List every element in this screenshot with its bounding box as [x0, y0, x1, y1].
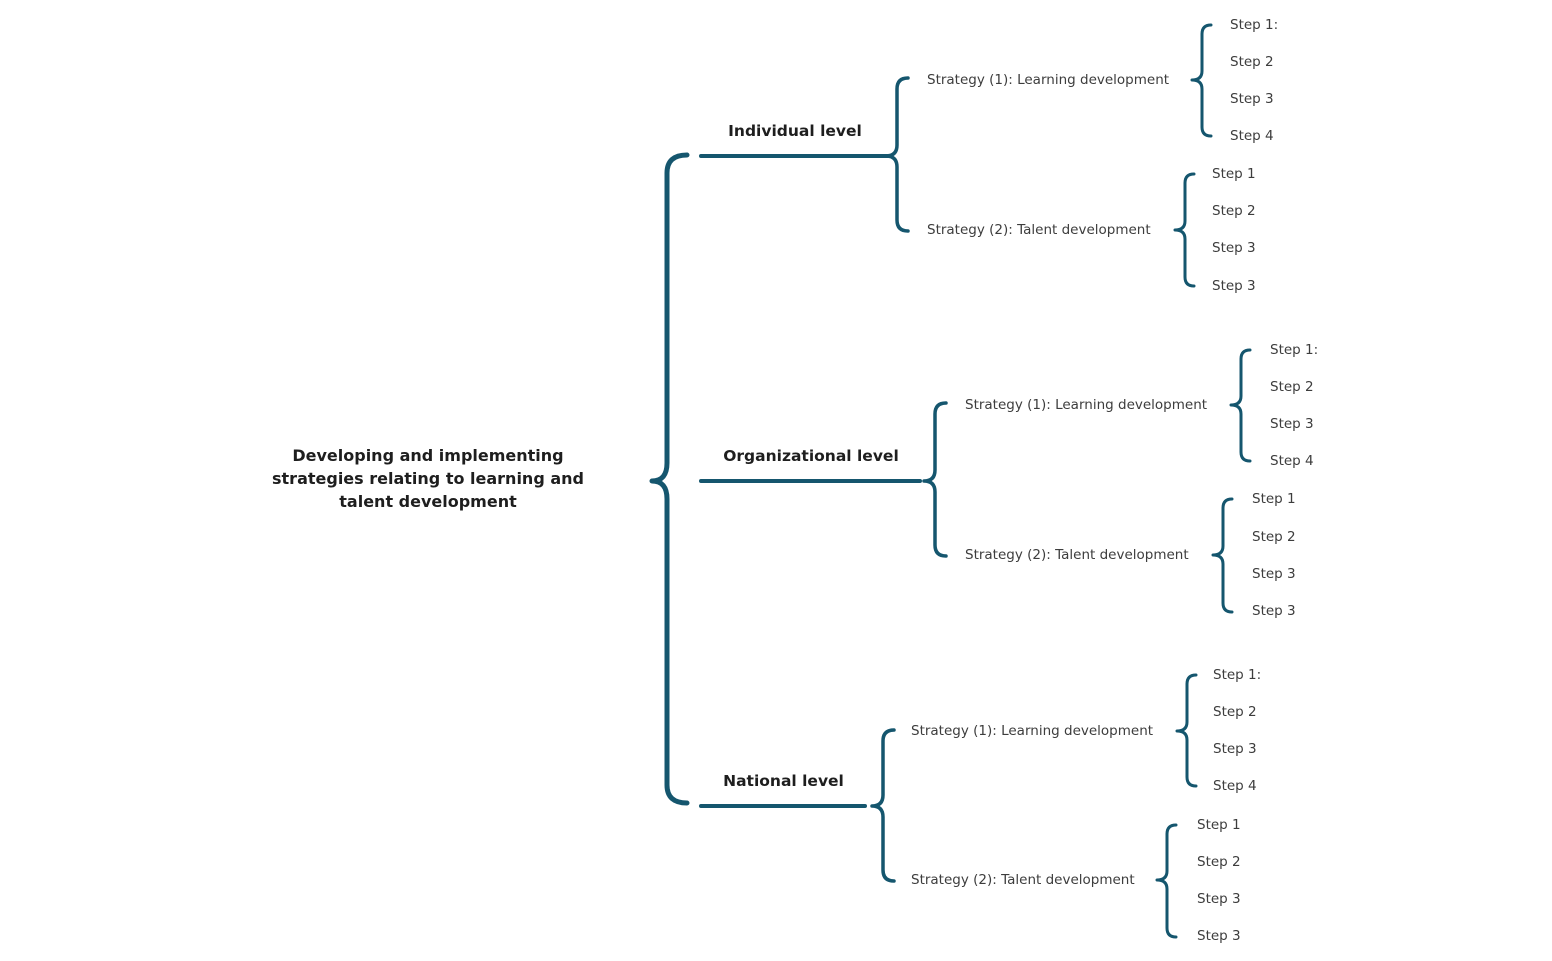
individual-strategy2-step4: Step 3 [1212, 278, 1256, 294]
national-level-brace [870, 728, 896, 883]
organizational-strategy2-step3: Step 3 [1252, 566, 1296, 582]
organizational-strategy2-step2: Step 2 [1252, 529, 1296, 545]
national-strategy1-step1: Step 1: [1213, 667, 1262, 683]
individual-strategy1-step4: Step 4 [1230, 128, 1274, 144]
level-label-national: National level [723, 772, 844, 790]
organizational-strategy2-step4: Step 3 [1252, 603, 1296, 619]
organizational-strategy1-step4: Step 4 [1270, 453, 1314, 469]
individual-strategy2: Strategy (2): Talent development [927, 222, 1151, 238]
organizational-strategy2-steps-brace [1211, 497, 1234, 614]
individual-strategy1-step1: Step 1: [1230, 17, 1279, 33]
individual-strategy1-step2: Step 2 [1230, 54, 1274, 70]
national-strategy2-step2: Step 2 [1197, 854, 1241, 870]
organizational-strategy2-step1: Step 1 [1252, 491, 1296, 507]
national-strategy1-steps-brace [1175, 673, 1198, 788]
organizational-strategy1-steps-brace [1229, 348, 1252, 463]
individual-strategy2-step2: Step 2 [1212, 203, 1256, 219]
individual-strategy1-steps-brace [1190, 23, 1213, 138]
individual-strategy2-step3: Step 3 [1212, 240, 1256, 256]
national-strategy1-step4: Step 4 [1213, 778, 1257, 794]
national-strategy1-step3: Step 3 [1213, 741, 1257, 757]
national-strategy2-step3: Step 3 [1197, 891, 1241, 907]
organizational-strategy1-step1: Step 1: [1270, 342, 1319, 358]
individual-level-brace [884, 76, 910, 233]
organizational-strategy1-step2: Step 2 [1270, 379, 1314, 395]
national-strategy2-steps-brace [1155, 823, 1178, 939]
root-topic: Developing and implementing strategies r… [272, 446, 584, 511]
level-label-organizational: Organizational level [723, 447, 899, 465]
organizational-strategy2: Strategy (2): Talent development [965, 547, 1189, 563]
individual-strategy1: Strategy (1): Learning development [927, 72, 1170, 88]
national-strategy2-step1: Step 1 [1197, 817, 1241, 833]
organizational-strategy1-step3: Step 3 [1270, 416, 1314, 432]
organizational-level-brace [922, 401, 948, 558]
organizational-strategy1: Strategy (1): Learning development [965, 397, 1208, 413]
national-strategy2: Strategy (2): Talent development [911, 872, 1135, 888]
individual-strategy2-step1: Step 1 [1212, 166, 1256, 182]
level-label-individual: Individual level [728, 122, 862, 140]
national-strategy2-step4: Step 3 [1197, 928, 1241, 944]
root-brace [649, 152, 690, 806]
national-strategy1-step2: Step 2 [1213, 704, 1257, 720]
individual-strategy1-step3: Step 3 [1230, 91, 1274, 107]
national-strategy1: Strategy (1): Learning development [911, 723, 1154, 739]
individual-strategy2-steps-brace [1173, 172, 1196, 288]
